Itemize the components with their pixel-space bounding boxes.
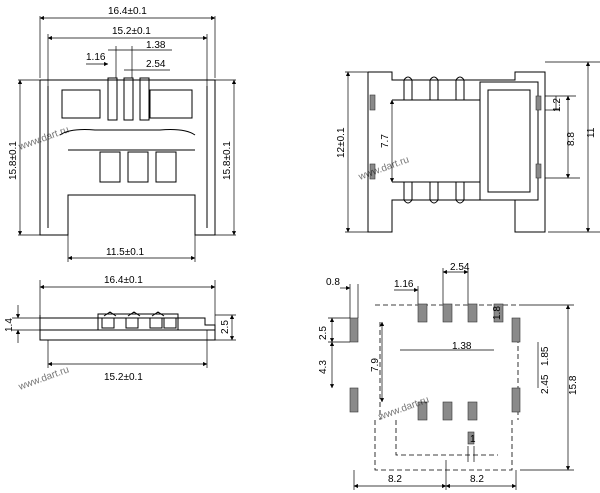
watermark: www.dart.ru bbox=[16, 364, 70, 393]
side-dim-8-8: 8.8 bbox=[566, 132, 577, 146]
fp-dim-1-38: 1.38 bbox=[452, 341, 472, 352]
fp-dim-8-2-left: 8.2 bbox=[388, 474, 402, 485]
top-pin-width: 1.38 bbox=[146, 40, 166, 51]
side-height: 12±0.1 bbox=[336, 127, 347, 158]
side-dim-11: 11 bbox=[586, 127, 597, 138]
top-pin-pitch: 2.54 bbox=[146, 59, 166, 70]
footprint-outline bbox=[374, 304, 520, 471]
front-width-inner: 15.2±0.1 bbox=[104, 372, 143, 383]
side-inner: 7.7 bbox=[380, 134, 391, 148]
front-width-outer: 16.4±0.1 bbox=[104, 275, 143, 286]
fp-dim-15-8: 15.8 bbox=[568, 375, 579, 395]
footprint-pad bbox=[349, 317, 359, 343]
side-dim-1-2: 1.2 bbox=[552, 98, 563, 112]
top-height-right: 15.8±0.1 bbox=[222, 141, 233, 180]
front-height: 2.5 bbox=[220, 320, 231, 334]
top-bottom-width: 11.5±0.1 bbox=[106, 247, 145, 258]
top-pin-offset: 1.16 bbox=[86, 52, 106, 63]
side-view-outline bbox=[367, 71, 546, 233]
top-width-outer: 16.4±0.1 bbox=[108, 6, 147, 17]
fp-dim-7-9: 7.9 bbox=[370, 358, 381, 372]
fp-dim-2-5: 2.5 bbox=[318, 326, 329, 340]
fp-dim-8-2-right: 8.2 bbox=[470, 474, 484, 485]
fp-dim-1-16: 1.16 bbox=[394, 279, 414, 290]
fp-dim-4-3: 4.3 bbox=[318, 360, 329, 374]
fp-dim-0-8: 0.8 bbox=[326, 277, 340, 288]
front-view: 16.4±0.1 15.2±0.1 1.4 2.5 bbox=[4, 275, 236, 383]
front-thickness: 1.4 bbox=[4, 318, 15, 332]
side-view: 12±0.1 7.7 1.2 8.8 11 bbox=[336, 61, 600, 233]
top-view-outline bbox=[39, 79, 216, 236]
top-height-left: 15.8±0.1 bbox=[8, 141, 19, 180]
fp-dim-2-45: 2.45 bbox=[540, 374, 551, 394]
watermark: www.dart.ru bbox=[356, 154, 410, 183]
footprint-view: 0.8 1.16 2.54 1.8 2.5 1.38 4.3 7.9 1.85 … bbox=[318, 262, 579, 490]
fp-dim-1-8: 1.8 bbox=[492, 306, 503, 320]
fp-dim-2-54: 2.54 bbox=[450, 262, 470, 273]
top-width-inner: 15.2±0.1 bbox=[112, 26, 151, 37]
fp-dim-1-85: 1.85 bbox=[540, 346, 551, 366]
top-view: 16.4±0.1 15.2±0.1 1.38 1.16 2.54 15.8±0.… bbox=[8, 6, 237, 262]
fp-dim-1: 1 bbox=[470, 434, 476, 445]
watermark: www.dart.ru bbox=[16, 124, 70, 153]
